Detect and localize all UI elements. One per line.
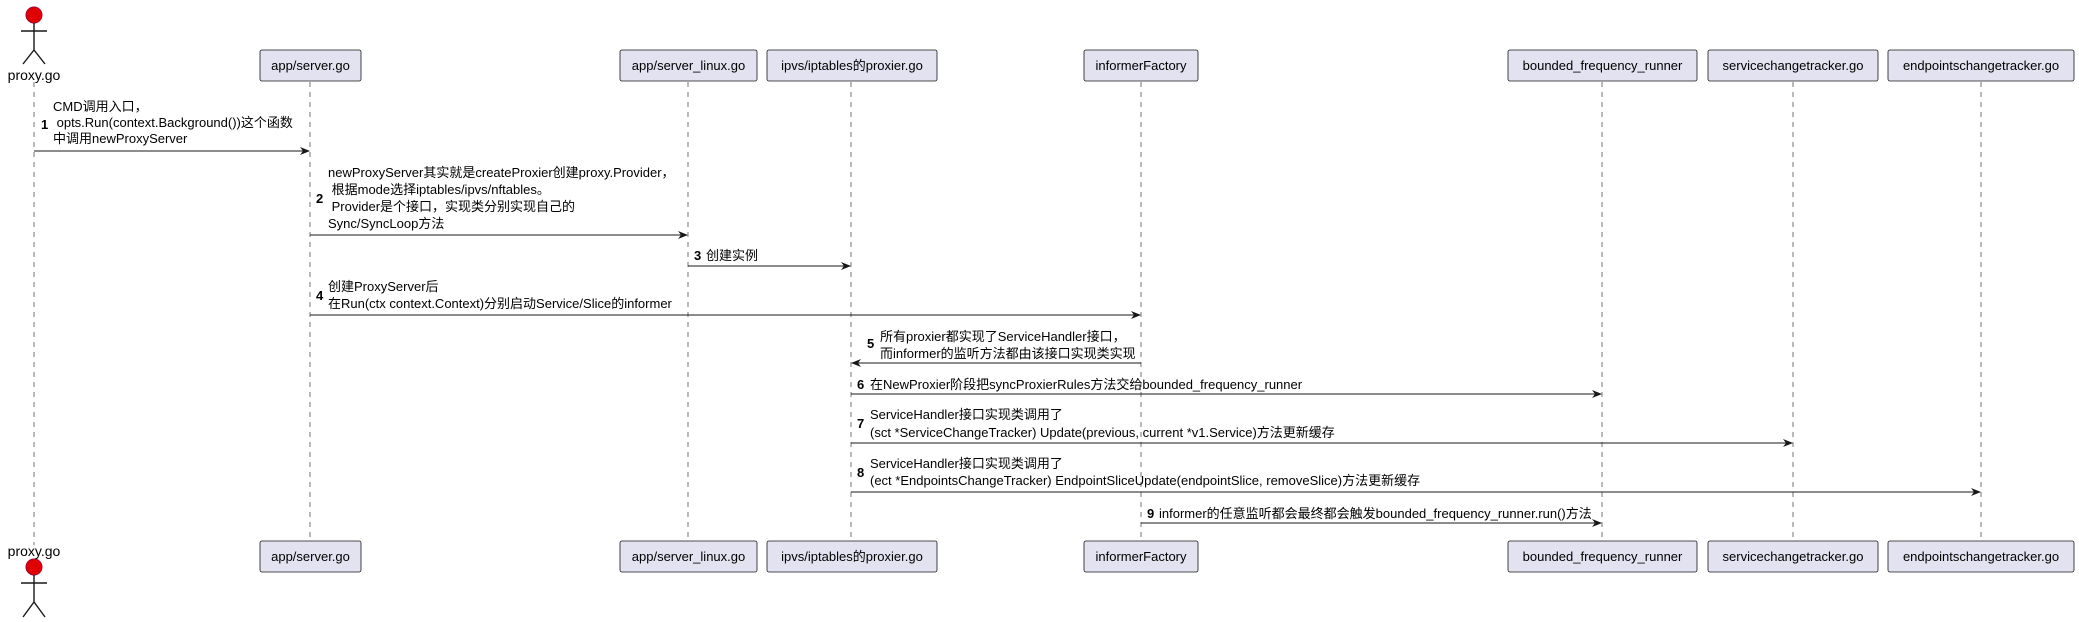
participant-informer-factory[interactable]: informerFactory [1083, 49, 1199, 82]
message-line: 根据mode选择iptables/ipvs/nftables。 [328, 182, 550, 197]
actor-head-icon [25, 558, 43, 576]
message-line: Provider是个接口，实现类分别实现自己的 [328, 199, 575, 214]
message-number: 8 [857, 465, 864, 480]
participants-top: app/server.go app/server_linux.go ipvs/i… [259, 49, 2075, 82]
participant-label: informerFactory [1095, 549, 1187, 564]
message-line: 在NewProxier阶段把syncProxierRules方法交给bounde… [870, 377, 1303, 392]
participant-label: endpointschangetracker.go [1903, 58, 2059, 73]
message-line: ServiceHandler接口实现类调用了 [870, 407, 1063, 422]
participant-endpoints-change-tracker[interactable]: endpointschangetracker.go [1887, 49, 2075, 82]
participant-app-server[interactable]: app/server.go [259, 540, 362, 573]
participant-bounded-frequency-runner[interactable]: bounded_frequency_runner [1507, 49, 1698, 82]
message-9: 9 informer的任意监听都会最终都会触发bounded_frequency… [1141, 506, 1602, 527]
message-8: 8 ServiceHandler接口实现类调用了 (ect *Endpoints… [851, 456, 1981, 496]
message-line: (sct *ServiceChangeTracker) Update(previ… [870, 425, 1335, 440]
participant-endpoints-change-tracker[interactable]: endpointschangetracker.go [1887, 540, 2075, 573]
actor-label-bottom: proxy.go [8, 543, 61, 559]
participant-label: servicechangetracker.go [1723, 58, 1864, 73]
message-line: Sync/SyncLoop方法 [328, 216, 444, 231]
participant-label: app/server_linux.go [632, 549, 745, 564]
participant-label: bounded_frequency_runner [1523, 58, 1683, 73]
message-line: opts.Run(context.Background())这个函数 [53, 115, 293, 130]
message-3: 3 创建实例 [688, 248, 851, 270]
message-line: 创建ProxyServer后 [328, 279, 439, 294]
participant-label: servicechangetracker.go [1723, 549, 1864, 564]
actor-bottom: proxy.go [8, 543, 61, 618]
message-number: 3 [694, 248, 701, 263]
actor-top: proxy.go [8, 6, 61, 83]
participant-service-change-tracker[interactable]: servicechangetracker.go [1707, 540, 1879, 573]
participant-label: app/server.go [271, 58, 350, 73]
participant-informer-factory[interactable]: informerFactory [1083, 540, 1199, 573]
message-number: 6 [857, 377, 864, 392]
message-number: 2 [316, 191, 323, 206]
message-number: 5 [867, 336, 874, 351]
message-number: 4 [316, 288, 324, 303]
participant-proxier[interactable]: ipvs/iptables的proxier.go [766, 49, 938, 82]
participant-label: app/server.go [271, 549, 350, 564]
participant-proxier[interactable]: ipvs/iptables的proxier.go [766, 540, 938, 573]
message-line: CMD调用入口， [53, 99, 148, 114]
participant-app-server-linux[interactable]: app/server_linux.go [619, 49, 758, 82]
message-6: 6 在NewProxier阶段把syncProxierRules方法交给boun… [851, 377, 1602, 398]
message-line: 在Run(ctx context.Context)分别启动Service/Sli… [328, 296, 673, 311]
message-2: 2 newProxyServer其实就是createProxier创建proxy… [310, 165, 688, 239]
message-line: 中调用newProxyServer [53, 131, 188, 146]
message-line: newProxyServer其实就是createProxier创建proxy.P… [328, 165, 675, 180]
participant-label: endpointschangetracker.go [1903, 549, 2059, 564]
message-line: 所有proxier都实现了ServiceHandler接口， [880, 329, 1126, 344]
message-number: 1 [41, 117, 48, 132]
participant-service-change-tracker[interactable]: servicechangetracker.go [1707, 49, 1879, 82]
participants-bottom: app/server.go app/server_linux.go ipvs/i… [259, 540, 2075, 573]
message-line: informer的任意监听都会最终都会触发bounded_frequency_r… [1159, 506, 1592, 521]
message-5: 5 所有proxier都实现了ServiceHandler接口， 而inform… [851, 329, 1141, 367]
message-7: 7 ServiceHandler接口实现类调用了 (sct *ServiceCh… [851, 407, 1793, 447]
message-number: 9 [1147, 506, 1154, 521]
lifelines [33, 82, 1982, 545]
participant-label: ipvs/iptables的proxier.go [781, 58, 923, 73]
participant-label: ipvs/iptables的proxier.go [781, 549, 923, 564]
participant-app-server[interactable]: app/server.go [259, 49, 362, 82]
message-number: 7 [857, 416, 864, 431]
message-4: 4 创建ProxyServer后 在Run(ctx context.Contex… [310, 279, 1141, 319]
participant-bounded-frequency-runner[interactable]: bounded_frequency_runner [1507, 540, 1698, 573]
actor-head-icon [25, 6, 43, 24]
participant-label: app/server_linux.go [632, 58, 745, 73]
message-line: ServiceHandler接口实现类调用了 [870, 456, 1063, 471]
participant-app-server-linux[interactable]: app/server_linux.go [619, 540, 758, 573]
participant-label: bounded_frequency_runner [1523, 549, 1683, 564]
actor-label-top: proxy.go [8, 67, 61, 83]
participant-label: informerFactory [1095, 58, 1187, 73]
message-line: (ect *EndpointsChangeTracker) EndpointSl… [870, 473, 1420, 488]
message-line: 创建实例 [706, 248, 758, 263]
message-1: 1 CMD调用入口， opts.Run(context.Background()… [34, 99, 310, 155]
message-line: 而informer的监听方法都由该接口实现类实现 [880, 346, 1136, 361]
